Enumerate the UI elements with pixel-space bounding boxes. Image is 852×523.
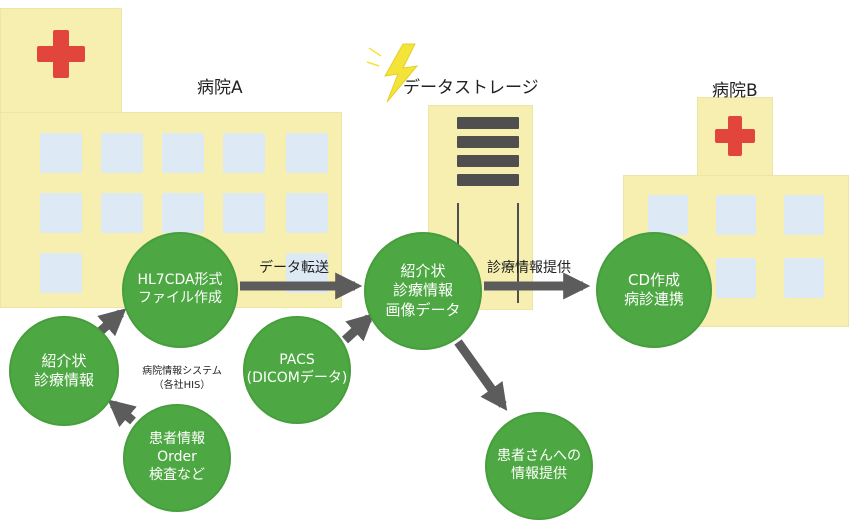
hl7-file-circle: HL7CDA形式 ファイル作成 [122, 232, 238, 348]
arrow-kanja-to-shokai [107, 399, 137, 428]
hospital-a-title: 病院A [197, 78, 243, 98]
arrow-pacs-to-storage [341, 313, 375, 344]
info-provide-label: 診療情報提供 [487, 260, 571, 276]
hospital-b-title: 病院B [712, 81, 758, 101]
arrow-storage-to-patient [454, 339, 508, 411]
cd-creation-circle: CD作成 病診連携 [596, 232, 712, 348]
red-cross-icon [715, 116, 755, 156]
patient-provide-circle: 患者さんへの 情報提供 [485, 412, 593, 520]
lightning-icon [365, 38, 435, 112]
pacs-circle: PACS (DICOMデータ) [243, 316, 351, 424]
red-cross-icon [37, 30, 85, 78]
storage-title: データストレージ [403, 78, 539, 98]
referral-info-circle: 紹介状 診療情報 [9, 316, 119, 426]
storage-data-circle: 紹介状 診療情報 画像データ [364, 232, 482, 350]
his-label: 病院情報システム （各社HIS） [142, 366, 222, 391]
patient-info-circle: 患者情報 Order 検査など [123, 404, 231, 512]
data-transfer-label: データ転送 [259, 260, 329, 276]
